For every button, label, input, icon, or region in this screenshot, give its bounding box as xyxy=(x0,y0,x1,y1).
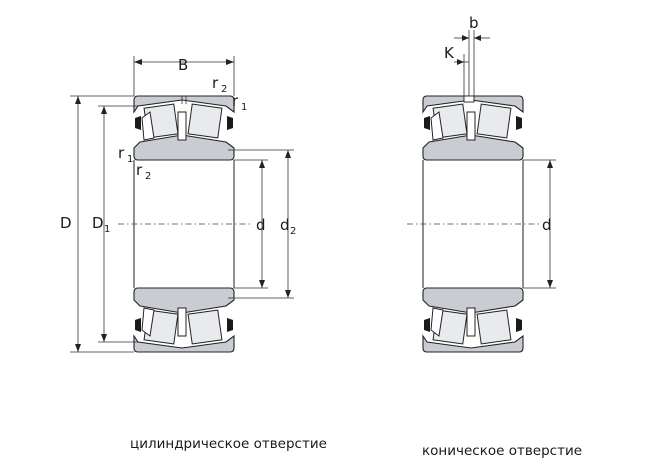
caption-tapered: коническое отверстие xyxy=(422,443,582,459)
label-r2-left: r 2 xyxy=(136,161,151,182)
inner-ring-top xyxy=(133,134,235,161)
bottom-section-tapered xyxy=(422,287,524,353)
label-d: d xyxy=(256,216,266,234)
svg-text:D: D xyxy=(92,214,104,232)
svg-text:r: r xyxy=(136,161,143,179)
svg-text:1: 1 xyxy=(241,102,247,113)
caption-cylindrical: цилиндрическое отверстие xyxy=(130,436,327,452)
svg-text:2: 2 xyxy=(145,171,151,182)
top-section xyxy=(133,95,235,161)
label-r1-top: r 1 xyxy=(232,92,247,113)
label-r1-left: r 1 xyxy=(118,144,133,165)
roller-right-top xyxy=(187,103,223,139)
cage-left-top xyxy=(141,111,155,141)
svg-text:2: 2 xyxy=(221,84,227,95)
label-d-tapered: d xyxy=(542,216,552,234)
label-K: K xyxy=(444,44,455,62)
label-d2: d 2 xyxy=(280,216,296,237)
lubrication-groove xyxy=(463,95,475,103)
cage-center-top xyxy=(177,111,187,141)
tapered-bore-bearing: K b d коническое отверстие xyxy=(407,14,582,459)
svg-text:r: r xyxy=(232,92,239,110)
label-D: D xyxy=(60,214,72,232)
svg-text:1: 1 xyxy=(104,224,110,235)
label-r2-top: r 2 xyxy=(212,74,227,95)
seal-left-top xyxy=(135,116,141,130)
seal-right-top xyxy=(227,116,233,130)
outer-ring-top xyxy=(133,95,235,114)
label-B: B xyxy=(178,56,188,74)
svg-text:r: r xyxy=(118,144,125,162)
bottom-section xyxy=(133,287,235,353)
svg-text:2: 2 xyxy=(290,226,296,237)
label-D1: D 1 xyxy=(92,214,110,235)
svg-text:1: 1 xyxy=(127,154,133,165)
cylindrical-bore-bearing: B D D 1 d d 2 r 2 r 1 r 1 r 2 цилиндриче… xyxy=(60,56,327,452)
svg-text:d: d xyxy=(280,216,290,234)
top-section-tapered xyxy=(422,95,524,161)
svg-text:r: r xyxy=(212,74,219,92)
label-b: b xyxy=(469,14,479,32)
